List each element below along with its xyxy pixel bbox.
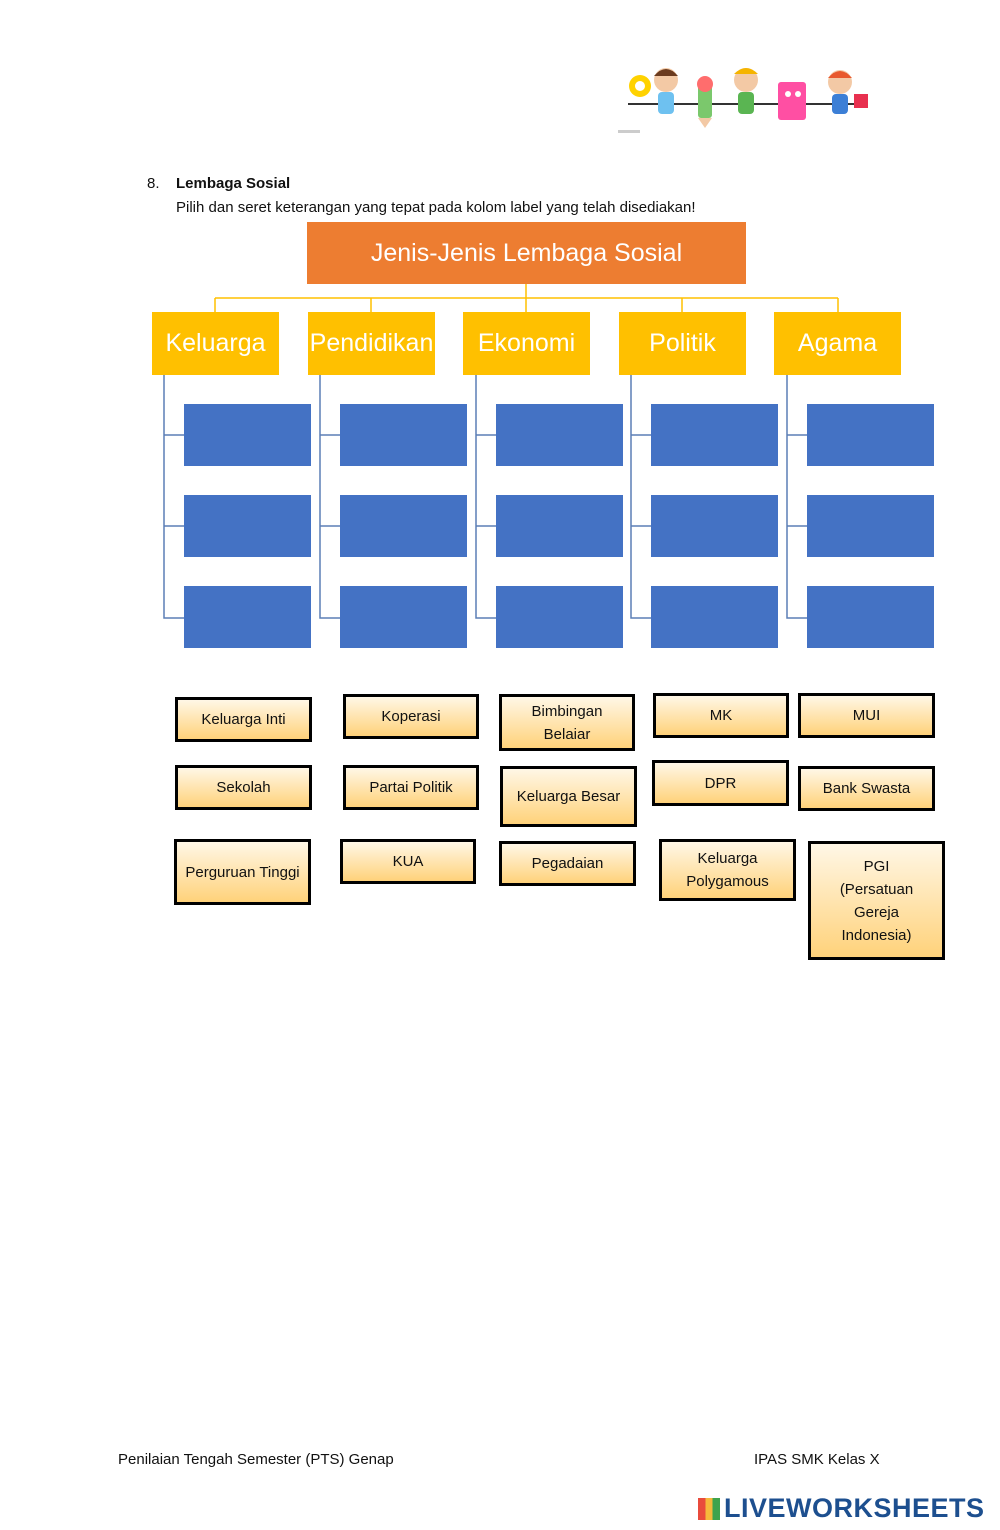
drag-card[interactable]: Koperasi xyxy=(343,694,479,739)
drag-card[interactable]: Perguruan Tinggi xyxy=(174,839,311,905)
kids-holding-hands-icon xyxy=(618,68,868,133)
category-pendidikan: Pendidikan xyxy=(308,312,435,375)
drag-card[interactable]: Keluarga Inti xyxy=(175,697,312,742)
category-agama: Agama xyxy=(774,312,901,375)
question-title: Lembaga Sosial xyxy=(176,175,291,192)
brand-text: LIVEWORKSHEETS xyxy=(724,1493,985,1523)
drop-slot-pendidikan-1[interactable] xyxy=(340,404,467,466)
drop-slot-politik-3[interactable] xyxy=(651,586,778,648)
drag-card[interactable]: Pegadaian xyxy=(499,841,636,886)
drop-slot-agama-3[interactable] xyxy=(807,586,934,648)
drag-card[interactable]: Bank Swasta xyxy=(798,766,935,811)
drop-slot-ekonomi-2[interactable] xyxy=(496,495,623,557)
drop-slot-agama-1[interactable] xyxy=(807,404,934,466)
drop-slot-politik-2[interactable] xyxy=(651,495,778,557)
category-keluarga: Keluarga xyxy=(152,312,279,375)
drop-slot-pendidikan-2[interactable] xyxy=(340,495,467,557)
footer-exam-title: Penilaian Tengah Semester (PTS) Genap xyxy=(118,1451,394,1468)
question-instruction: Pilih dan seret keterangan yang tepat pa… xyxy=(176,199,696,216)
drag-card[interactable]: MK xyxy=(653,693,789,738)
drop-slot-pendidikan-3[interactable] xyxy=(340,586,467,648)
drop-slot-ekonomi-1[interactable] xyxy=(496,404,623,466)
drag-card[interactable]: KUA xyxy=(340,839,476,884)
liveworksheets-logo-icon xyxy=(698,1498,720,1520)
liveworksheets-logo[interactable]: LIVEWORKSHEETS xyxy=(698,1493,985,1524)
drop-slot-ekonomi-3[interactable] xyxy=(496,586,623,648)
diagram-connectors xyxy=(163,284,839,619)
drag-card[interactable]: Bimbingan Belaiar xyxy=(499,694,635,751)
drag-card[interactable]: Keluarga Polygamous xyxy=(659,839,796,901)
drop-slot-agama-2[interactable] xyxy=(807,495,934,557)
drop-slot-keluarga-1[interactable] xyxy=(184,404,311,466)
diagram-root-title: Jenis-Jenis Lembaga Sosial xyxy=(307,222,746,284)
drag-card[interactable]: MUI xyxy=(798,693,935,738)
drag-card[interactable]: PGI (Persatuan Gereja Indonesia) xyxy=(808,841,945,960)
question-number: 8. xyxy=(147,175,160,192)
footer-class-label: IPAS SMK Kelas X xyxy=(754,1451,880,1468)
category-ekonomi: Ekonomi xyxy=(463,312,590,375)
drop-slot-politik-1[interactable] xyxy=(651,404,778,466)
category-politik: Politik xyxy=(619,312,746,375)
drop-slot-keluarga-2[interactable] xyxy=(184,495,311,557)
drag-card[interactable]: DPR xyxy=(652,760,789,806)
drop-slot-keluarga-3[interactable] xyxy=(184,586,311,648)
drag-card[interactable]: Sekolah xyxy=(175,765,312,810)
drag-card[interactable]: Keluarga Besar xyxy=(500,766,637,827)
drag-card[interactable]: Partai Politik xyxy=(343,765,479,810)
